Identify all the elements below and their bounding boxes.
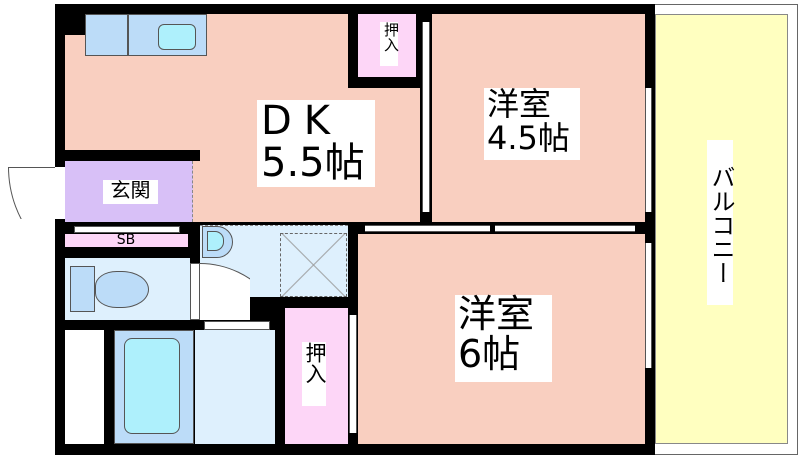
sliding-door[interactable]: [422, 22, 430, 212]
dk-name: DK: [261, 98, 343, 144]
closet-bottom-label: 押入: [302, 342, 327, 406]
closet-top-label: 押入: [380, 22, 400, 66]
toilet-bowl-icon: [95, 271, 149, 308]
room-name: 洋室: [458, 292, 535, 336]
room-size: 6帖: [458, 331, 521, 376]
balcony-label: バルコニー: [707, 140, 735, 305]
door-swing-icon: [200, 263, 250, 320]
kitchen-counter: [85, 14, 128, 56]
wall-corner: [55, 4, 85, 35]
room-name: 洋室: [487, 85, 552, 123]
entrance-door[interactable]: [55, 167, 65, 219]
washroom: [195, 330, 275, 444]
basin-bowl: [207, 231, 224, 251]
closet-sliding-door[interactable]: [349, 315, 357, 433]
bathtub-icon: [124, 338, 180, 434]
dk-label: DK 5.5帖: [257, 100, 375, 187]
wall: [190, 222, 200, 258]
shoe-box-shelf: [74, 226, 180, 233]
window: [645, 88, 652, 212]
dk-size: 5.5帖: [261, 140, 365, 186]
storage: [65, 330, 104, 444]
entrance-label: 玄関: [103, 180, 158, 204]
window: [645, 243, 652, 368]
wall: [55, 247, 200, 258]
shoe-box: [65, 234, 188, 247]
western-45-label: 洋室 4.5帖: [484, 85, 580, 160]
room-size: 4.5帖: [487, 118, 570, 157]
washer-space: [280, 233, 347, 297]
washroom-door[interactable]: [204, 321, 270, 330]
shoe-box-label: SB: [116, 232, 136, 248]
toilet-tank-icon: [70, 266, 95, 312]
western-6-label: 洋室 6帖: [455, 292, 552, 382]
toilet-door[interactable]: [190, 263, 200, 320]
balcony: [655, 14, 788, 444]
sliding-door[interactable]: [365, 225, 490, 232]
sliding-door[interactable]: [495, 225, 635, 232]
wall: [65, 150, 200, 161]
wall: [55, 320, 275, 330]
sink-icon: [158, 24, 196, 50]
